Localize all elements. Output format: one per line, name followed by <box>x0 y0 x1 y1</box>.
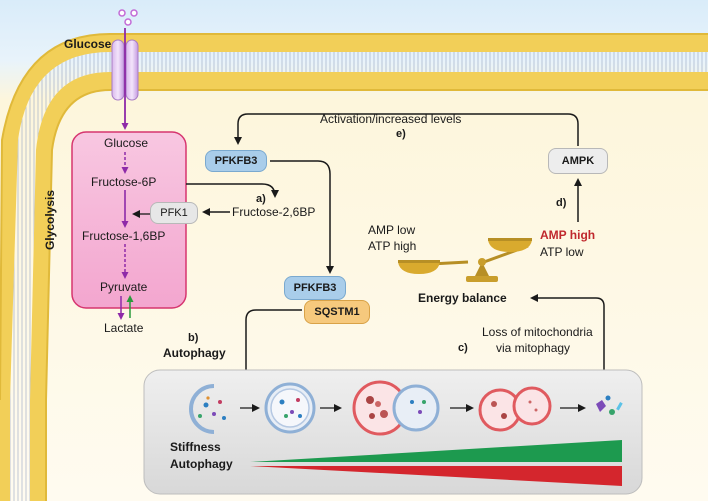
pfk1-box: PFK1 <box>150 202 198 224</box>
stiffness-label: Stiffness <box>170 440 221 454</box>
glucose-transporter <box>111 39 139 101</box>
autolysosome-stage <box>478 386 552 432</box>
sqstm1-box: SQSTM1 <box>304 300 370 324</box>
glycolysis-f6p: Fructose-6P <box>91 175 157 189</box>
phagophore-stage <box>189 384 226 434</box>
pfkfb3-mid-box: PFKFB3 <box>284 276 346 300</box>
step-b-label: b) <box>188 332 199 344</box>
mitophagy-line1: Loss of mitochondria <box>482 325 593 339</box>
stiffness-wedge <box>250 440 622 462</box>
balance-right-line2: ATP low <box>540 245 584 259</box>
autophagy-wedge <box>250 466 622 486</box>
mitophagy-line2: via mitophagy <box>496 341 571 355</box>
energy-balance-title: Energy balance <box>418 291 507 305</box>
glycolysis-lactate: Lactate <box>104 321 144 335</box>
autophagy-label: Autophagy <box>163 346 226 360</box>
panel-autophagy-label: Autophagy <box>170 457 233 471</box>
balance-left-line2: ATP high <box>368 239 417 253</box>
ampk-box: AMPK <box>548 148 608 174</box>
glucose-molecules <box>118 9 138 26</box>
glycolysis-glucose: Glucose <box>104 136 149 150</box>
degradation-products <box>596 395 623 415</box>
glycolysis-side-label: Glycolysis <box>43 189 57 251</box>
step-c-label: c) <box>458 342 468 354</box>
balance-left-line1: AMP low <box>368 223 416 237</box>
activation-label: Activation/increased levels <box>320 112 462 126</box>
glycolysis-pyruvate: Pyruvate <box>100 280 148 294</box>
membrane-glucose-label: Glucose <box>64 37 112 51</box>
energy-balance-scale <box>398 238 532 282</box>
pfkfb3-top-box: PFKFB3 <box>205 150 267 172</box>
cell-membrane <box>0 33 708 501</box>
autophagosome-stage <box>264 382 316 434</box>
step-a-label: a) <box>256 193 266 205</box>
f26bp-label: Fructose-2,6BP <box>232 205 316 219</box>
glycolysis-f16bp: Fructose-1,6BP <box>82 229 166 243</box>
fusion-stage <box>352 380 440 436</box>
step-d-label: d) <box>556 197 567 209</box>
step-e-label: e) <box>396 128 406 140</box>
balance-right-line1: AMP high <box>540 228 596 242</box>
